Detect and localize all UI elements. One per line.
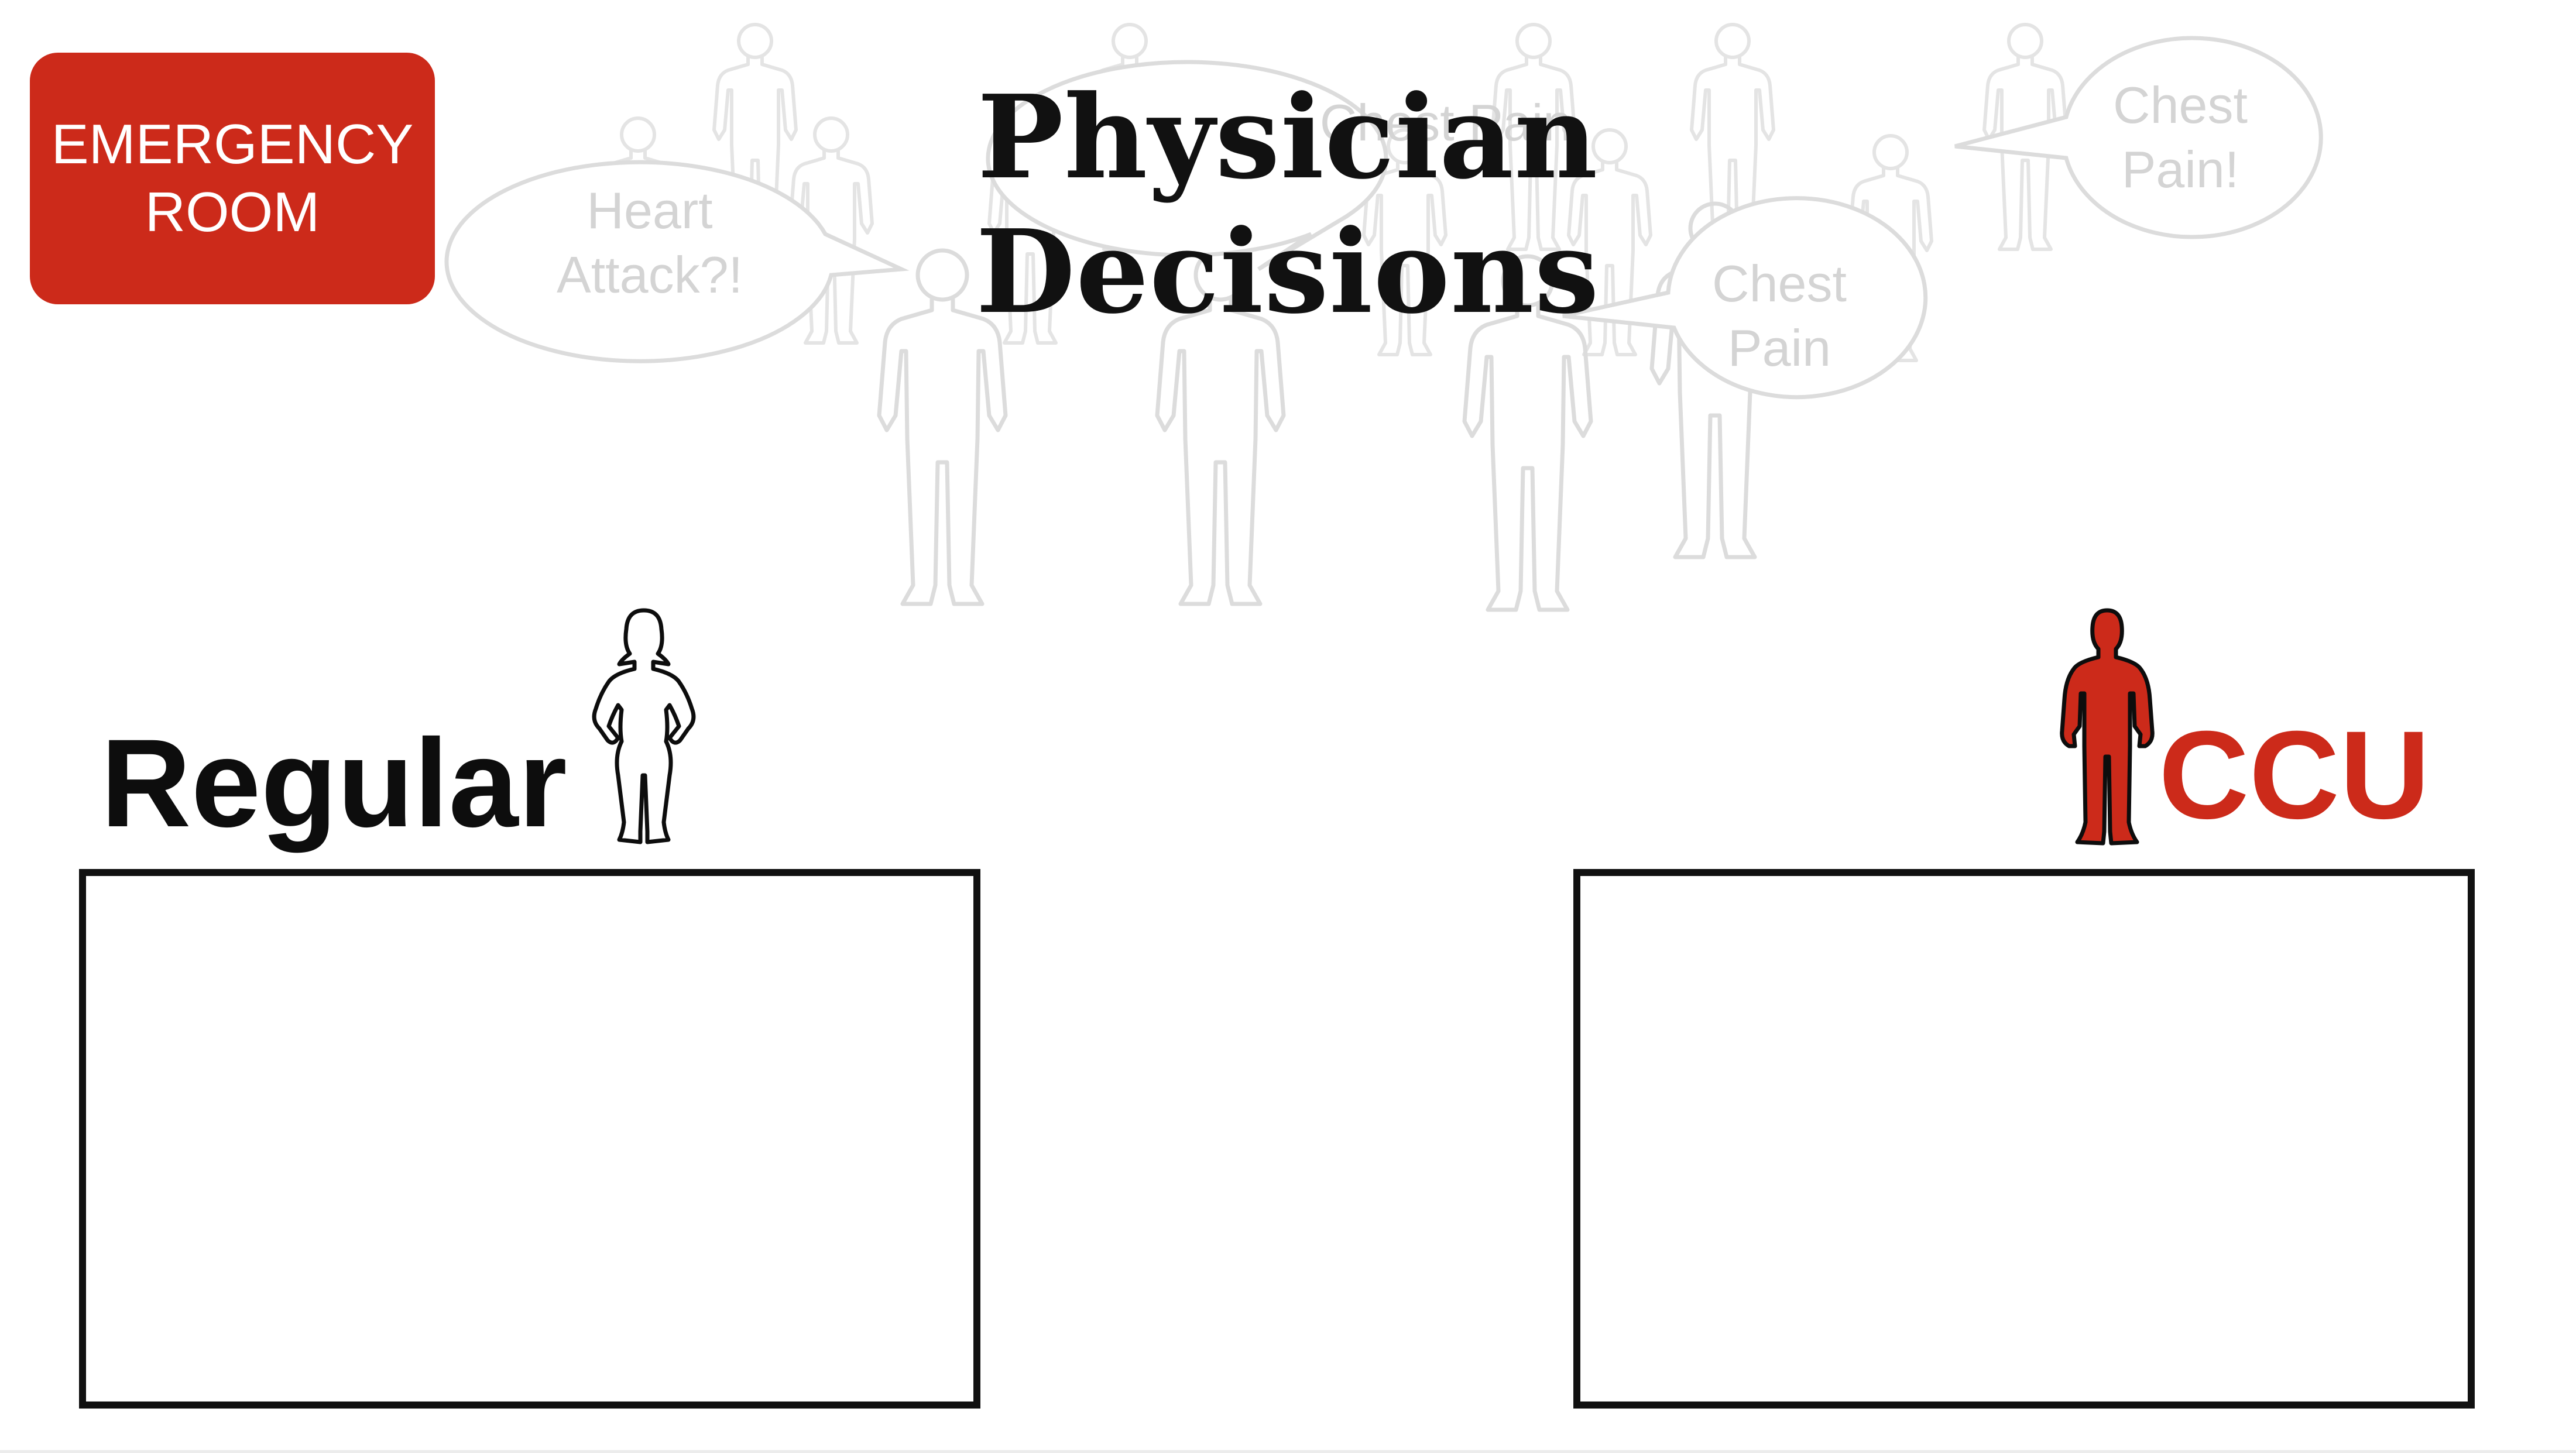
bubble-text: Pain! [2122, 140, 2239, 198]
bubble-text: Heart [586, 181, 712, 239]
ccu-label: CCU [2159, 705, 2430, 845]
bubble-text: Chest [2113, 76, 2248, 134]
background-crowd: Heart Attack?! Chest Pain Chest Pain Che… [444, 0, 2323, 644]
bubble-text: Pain [1728, 319, 1831, 377]
woman-silhouette-icon [592, 608, 696, 844]
page-title: Physician Decisions [976, 70, 1600, 339]
badge-line-2: ROOM [145, 181, 320, 243]
regular-box [79, 869, 980, 1409]
speech-bubble [444, 36, 2323, 400]
regular-label: Regular [101, 713, 567, 853]
bottom-divider [0, 1450, 2576, 1453]
badge-line-1: EMERGENCY [51, 113, 414, 176]
bubble-text: Chest Pain [1320, 94, 1572, 152]
man-silhouette-icon [2060, 608, 2155, 846]
bubble-text: Chest [1712, 255, 1847, 312]
bubble-text: Attack?! [557, 246, 743, 304]
ccu-box [1573, 869, 2475, 1409]
emergency-room-badge: EMERGENCY ROOM [30, 53, 435, 304]
